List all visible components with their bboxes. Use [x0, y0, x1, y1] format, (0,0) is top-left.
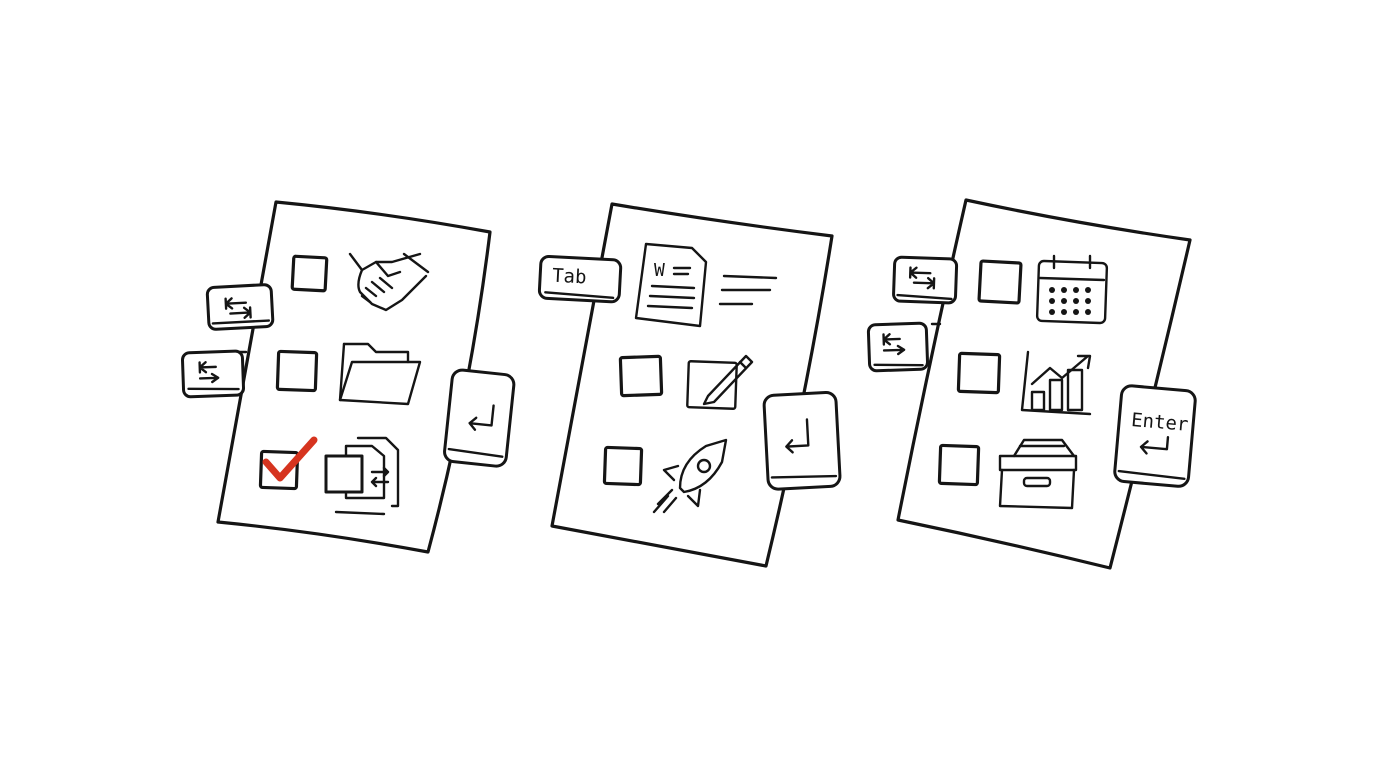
sheet-2-paper — [550, 202, 834, 568]
calendar-icon — [1035, 254, 1109, 325]
sheet-2-checkbox-2[interactable] — [602, 445, 644, 487]
tab-key-label: Tab — [552, 265, 587, 289]
word-document-icon: W — [634, 242, 708, 328]
shift-tab-key-icon — [180, 349, 246, 399]
sheet-3-checkbox-3[interactable] — [937, 443, 981, 487]
handshake-icon — [348, 252, 430, 312]
sheet-3-paper — [896, 198, 1192, 570]
sheet-2: Tab W — [537, 202, 842, 568]
sheet-1-checkmark — [262, 436, 318, 482]
tab-key: Tab — [537, 254, 623, 304]
text-lines — [718, 274, 778, 306]
svg-text:W: W — [654, 260, 665, 281]
sheet-1-checkbox-2[interactable] — [275, 349, 319, 393]
sheet-2-checkbox-1[interactable] — [618, 354, 664, 398]
sheet-1-paper — [216, 200, 492, 554]
shift-tab-key-icon — [866, 321, 930, 373]
sheet-3-checkbox-1[interactable] — [977, 259, 1023, 305]
growth-chart-icon — [1020, 350, 1092, 416]
sheet-1-checkbox-3[interactable] — [258, 449, 300, 491]
edit-pencil-icon — [686, 354, 754, 410]
sheet-3-checkbox-2[interactable] — [956, 351, 1002, 395]
enter-key-icon — [762, 390, 842, 491]
rocket-icon — [652, 438, 728, 514]
enter-key-icon — [443, 368, 516, 468]
tab-key-icon — [205, 283, 275, 331]
file-transfer-icon — [324, 436, 400, 516]
tab-key-icon — [892, 255, 959, 305]
sheet-1-checkbox-1[interactable] — [290, 254, 329, 293]
enter-key-label: Enter — [1130, 409, 1189, 436]
archive-box-icon — [998, 438, 1078, 510]
folder-icon — [338, 342, 422, 406]
sheet-1 — [180, 200, 516, 554]
enter-key: Enter — [1113, 384, 1197, 488]
sheet-3: Enter — [866, 198, 1197, 570]
